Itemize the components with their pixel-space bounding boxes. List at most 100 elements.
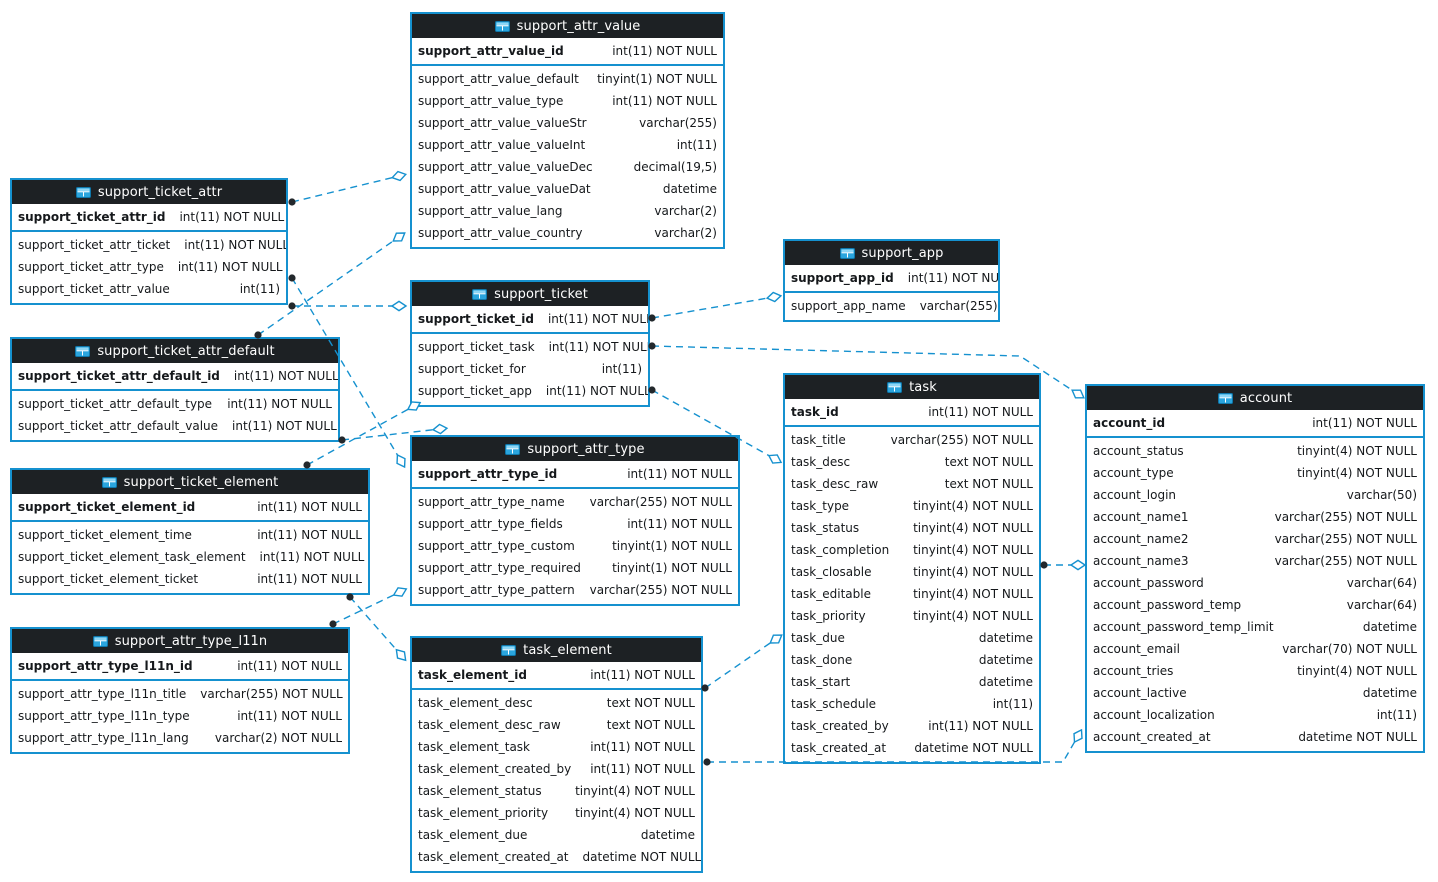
table-header[interactable]: support_attr_value [412, 14, 723, 38]
table-header[interactable]: task [785, 375, 1039, 399]
table-header[interactable]: support_ticket [412, 282, 648, 306]
table-header[interactable]: support_attr_type [412, 437, 738, 461]
relationship-task-to-account[interactable] [1040, 559, 1087, 571]
relationship-support_ticket-to-support_app[interactable] [648, 291, 783, 322]
relationship-support_ticket_attr-to-support_attr_value[interactable] [288, 170, 408, 206]
table-header[interactable]: support_attr_type_l11n [12, 629, 348, 653]
table-header[interactable]: support_ticket_attr [12, 180, 286, 204]
table-header[interactable]: account [1087, 386, 1423, 410]
table-header[interactable]: task_element [412, 638, 701, 662]
table-header[interactable]: support_ticket_attr_default [12, 339, 338, 363]
relationship-support_ticket_attr-to-support_ticket[interactable] [288, 300, 408, 312]
relationship-support_ticket_element-to-task_element[interactable] [346, 593, 409, 663]
relationship-task_element-to-task[interactable] [701, 631, 784, 692]
